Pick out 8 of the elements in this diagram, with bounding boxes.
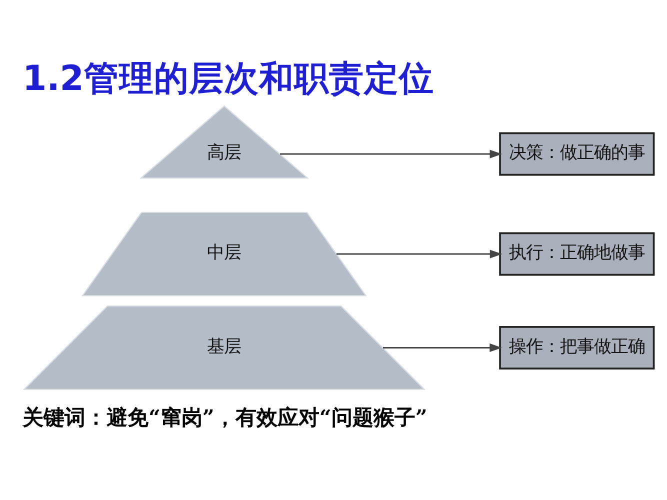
caption: 关键词：避免“窜岗”，有效应对“问题猴子” bbox=[22, 404, 428, 430]
diagram-title: 1.2管理的层次和职责定位 bbox=[22, 58, 434, 99]
node-box: 决策：做正确的事 bbox=[499, 132, 655, 176]
node-box: 执行：正确地做事 bbox=[499, 232, 655, 276]
arrow bbox=[383, 343, 502, 352]
node-box: 操作：把事做正确 bbox=[499, 326, 655, 370]
arrow bbox=[336, 250, 502, 258]
arrow bbox=[280, 150, 502, 158]
